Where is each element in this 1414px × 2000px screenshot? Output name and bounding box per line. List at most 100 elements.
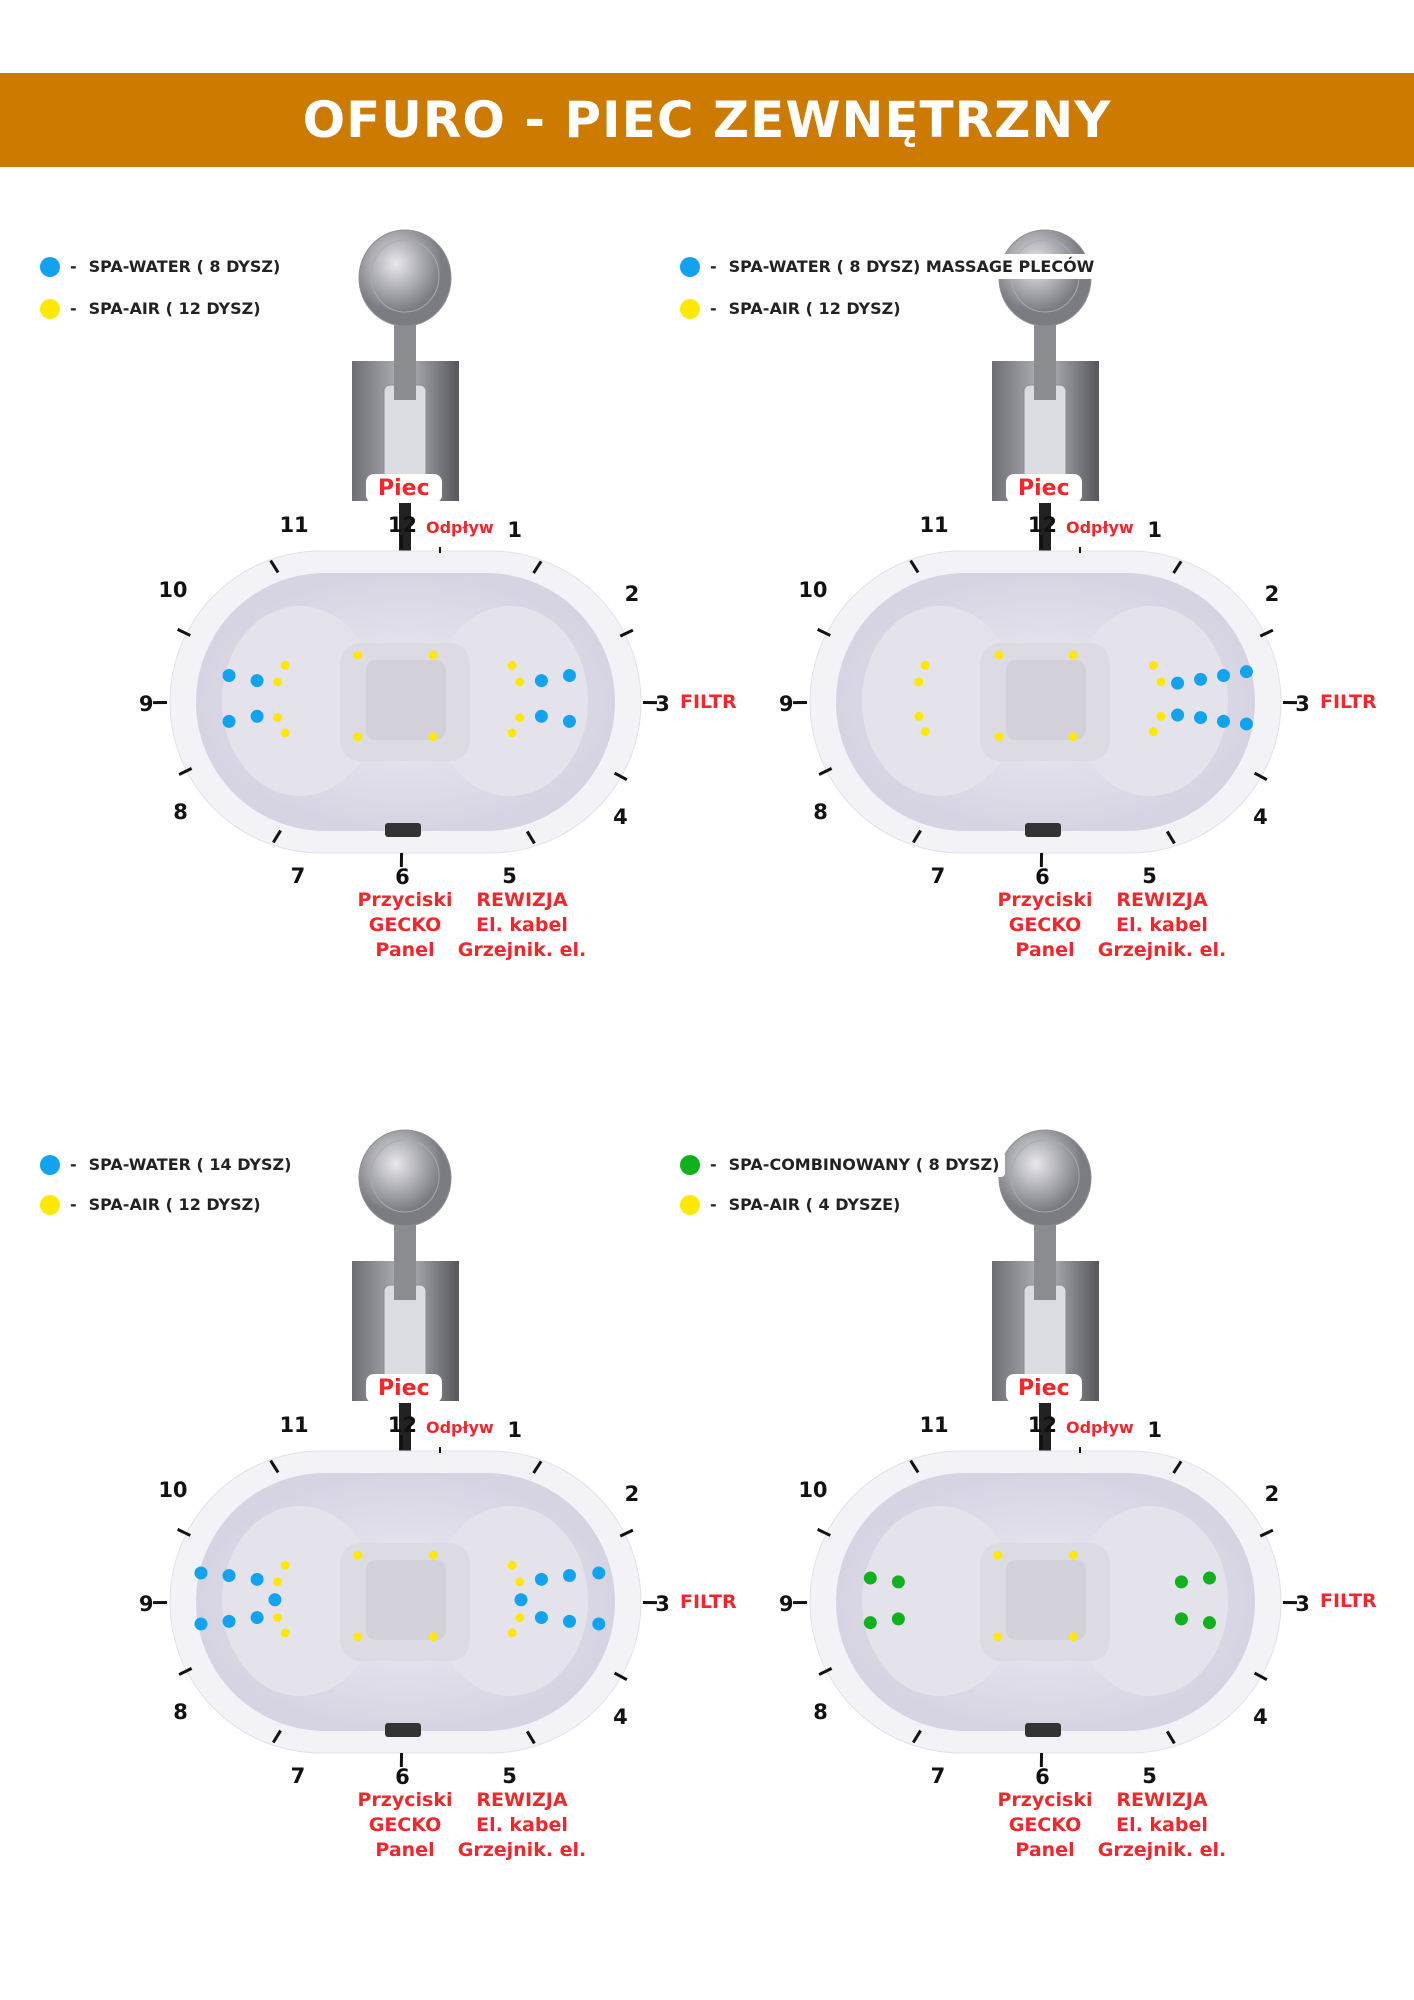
clock-number: 4 [613,1705,628,1730]
water-jet [222,1614,236,1628]
clock-number: 4 [613,805,628,830]
legend-text: SPA-WATER ( 8 DYSZ) MASSAGE PLECÓW [726,254,1101,279]
clock-tick [911,1729,922,1744]
air-jet [280,1628,290,1638]
clock-number: 11 [919,513,949,538]
water-jet [1239,717,1253,731]
air-jet [1156,677,1166,687]
air-jet [1068,1550,1078,1560]
legend-text: SPA-AIR ( 12 DYSZ) [726,296,907,321]
clock-number: 3 [655,691,670,716]
water-jet [194,1617,208,1631]
clock-number: 9 [778,691,794,716]
clock-number: 5 [1142,863,1157,888]
tub-diagram-3: -SPA-WATER ( 14 DYSZ)-SPA-AIR ( 12 DYSZ)… [0,900,737,1861]
water-jet [562,1614,576,1628]
tub-drawing [152,229,658,868]
heater-label: Piec [1006,474,1082,503]
heater-label: Piec [1006,1374,1082,1403]
air-jet [515,713,525,723]
water-jet [534,674,548,688]
heater-stove-icon [352,1129,459,1452]
clock-number: 7 [290,1763,306,1788]
clock-number: 7 [290,863,306,888]
clock-tick [269,559,280,574]
clock-number: 6 [395,864,410,889]
legend-text: SPA-WATER ( 8 DYSZ) [86,254,287,279]
air-jet [273,1577,282,1587]
legend-dot-icon [680,298,700,319]
clock-tick [176,1528,191,1537]
legend-dot-icon [40,298,60,319]
clock-number: 11 [919,1413,949,1438]
water-jet [514,1593,528,1607]
water-jet [1239,665,1253,679]
clock-number: 8 [813,799,828,824]
water-jet [592,1617,606,1631]
clock-number: 5 [502,1763,517,1788]
air-jet [428,732,438,742]
air-jet [353,732,363,742]
clock-tick [1259,628,1274,638]
water-jet [1217,669,1230,682]
heater-label: Piec [366,474,442,503]
clock-number: 12 [387,513,418,538]
legend-dot-icon [680,1194,700,1215]
clock-tick [271,1729,282,1744]
air-jet [353,650,363,660]
drain-label: Odpływ [1060,516,1140,539]
clock-number: 12 [1027,1413,1058,1438]
air-jet [428,1550,438,1560]
clock-number: 10 [158,1478,188,1503]
legend-item: -SPA-COMBINOWANY ( 8 DYSZ) [680,1152,1006,1177]
water-jet [592,1566,606,1580]
combined-jet [863,1571,877,1585]
combined-jet [891,1612,905,1626]
air-jet [994,732,1004,742]
legend-dot-icon [40,1154,60,1175]
air-jet [428,1632,438,1642]
clock-number: 9 [138,1591,154,1616]
clock-number: 11 [279,513,309,538]
clock-tick [525,830,536,845]
combined-jet [1202,1616,1216,1630]
legend-text: SPA-AIR ( 12 DYSZ) [86,1192,267,1217]
legend-item: -SPA-AIR ( 4 DYSZE) [680,1192,907,1217]
air-jet [1068,1632,1078,1642]
clock-number: 3 [1295,1591,1310,1616]
clock-number: 2 [1264,1481,1280,1506]
clock-tick [269,1459,280,1474]
water-jet [534,709,548,723]
water-jet [250,674,264,688]
air-jet [1068,650,1078,660]
clock-number: 12 [1027,513,1058,538]
clock-number: 6 [395,1764,410,1789]
combined-jet [1174,1612,1188,1626]
legend-text: SPA-WATER ( 14 DYSZ) [86,1152,298,1177]
water-jet [250,709,264,723]
air-jet [353,1632,363,1642]
legend-dot-icon [40,256,60,277]
heater-stove-icon [352,229,459,552]
air-jet [993,1550,1003,1560]
filter-label: FILTR [680,691,737,713]
clock-number: 6 [1035,1764,1050,1789]
legend-text: SPA-AIR ( 12 DYSZ) [86,296,267,321]
water-jet [1194,672,1208,686]
clock-number: 1 [507,1418,522,1443]
tub-drawing [792,1129,1298,1768]
combined-jet [891,1575,905,1589]
filter-label: FILTR [1320,691,1377,713]
filter-label: FILTR [1320,1590,1377,1612]
air-jet [515,1613,525,1623]
legend-dot-icon [680,1154,700,1175]
air-jet [353,1550,363,1560]
clock-tick [613,1671,628,1682]
clock-number: 12 [387,1413,418,1438]
water-jet [562,669,576,682]
air-jet [273,713,282,723]
